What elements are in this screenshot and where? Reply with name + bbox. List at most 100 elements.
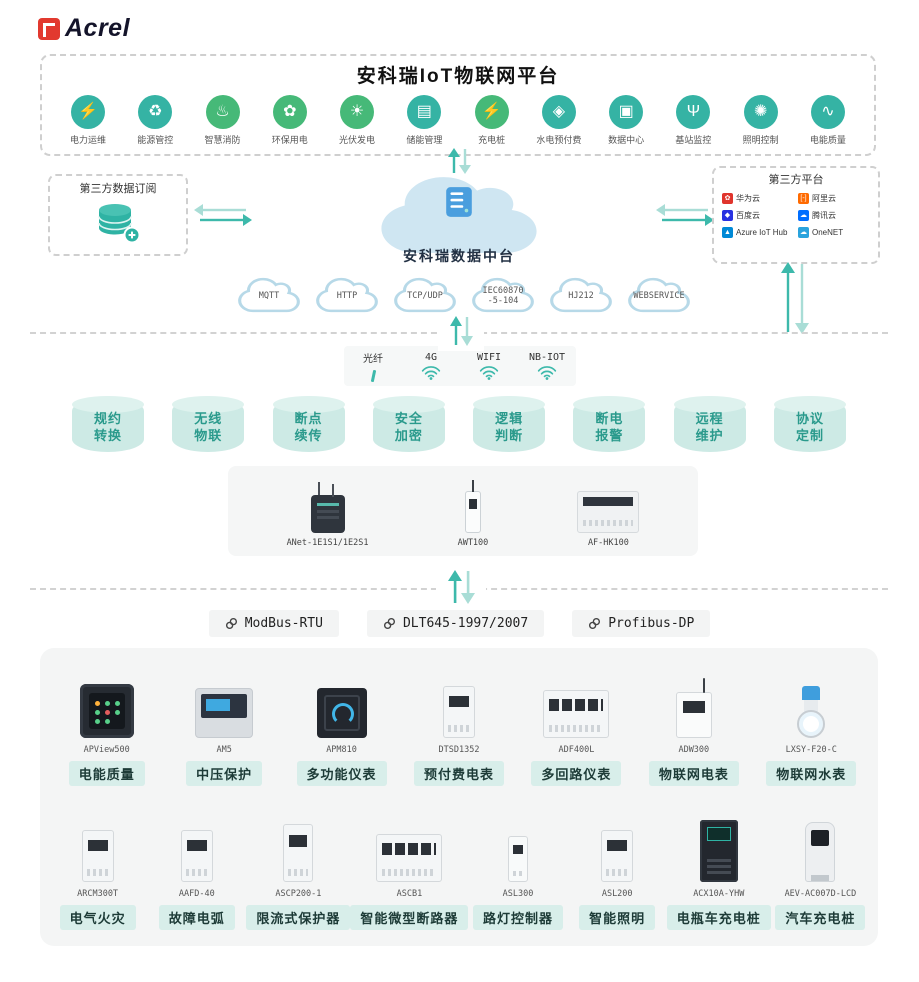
device-figure-wrap: [79, 668, 134, 738]
device-category-chip: 汽车充电桩: [775, 905, 866, 930]
acrel-logo-text: Acrel: [65, 14, 131, 42]
thirdparty-grid: ✿ 华为云 [-] 阿里云 ◆ 百度云 ☁ 腾讯云 ▲ Azure IoT Hu…: [714, 187, 878, 238]
feature-label: 安全 加密: [394, 411, 423, 443]
app-icon: ✿: [272, 95, 307, 129]
thirdparty-item: ☁ 腾讯云: [798, 210, 870, 221]
link-icon: [589, 617, 601, 630]
app-label: 储能管理: [406, 135, 443, 145]
device-category-chip: 物联网水表: [766, 761, 857, 786]
device-model: AAFD-40: [178, 889, 215, 899]
app-icon-glyph: Ψ: [686, 103, 701, 120]
device-figure: [543, 690, 610, 738]
updown-arrows: [438, 316, 484, 351]
connectivity-item: WIFI: [464, 352, 514, 380]
cylinder-shape: 协议 定制: [773, 396, 846, 452]
updown-arrows: [436, 570, 486, 609]
app-icon: Ψ: [676, 95, 711, 129]
app-label: 电力运维: [69, 135, 106, 145]
feature-label: 逻辑 判断: [495, 411, 524, 443]
thirdparty-name: 阿里云: [812, 194, 836, 203]
connectivity-label: WIFI: [476, 352, 502, 363]
device-figure-wrap: [195, 668, 254, 738]
feature-cylinder: 远程 维护: [670, 396, 750, 452]
device-item: ARCM300T 电气火灾: [48, 812, 147, 930]
thirdparty-item: [-] 阿里云: [798, 193, 870, 204]
app-icon: ☀: [340, 95, 375, 129]
gateway-figure-wrap: [287, 475, 369, 533]
updown-arrows: [444, 148, 474, 179]
gateway-model: AF-HK100: [587, 538, 629, 548]
feature-label: 远程 维护: [695, 411, 724, 443]
device-category-chip: 物联网电表: [648, 761, 739, 786]
subscription-title: 第三方数据订阅: [79, 183, 157, 195]
app-icon-glyph: ☀: [349, 103, 365, 120]
gateway-model: AWT100: [457, 538, 489, 548]
app-label: 环保用电: [271, 135, 308, 145]
gateway-item: ANet-1E1S1/1E2S1: [287, 475, 369, 548]
app-icon-glyph: ⚡: [78, 103, 98, 120]
device-figure: [601, 830, 634, 882]
device-item: APView500 电能质量: [48, 668, 165, 786]
device-figure-wrap: [795, 668, 828, 738]
app-icon: ♨: [205, 95, 240, 129]
device-figure: [316, 688, 367, 738]
cylinder-shape: 安全 加密: [372, 396, 445, 452]
device-figure: [79, 684, 134, 738]
feature-label: 无线 物联: [194, 411, 223, 443]
app-icon: ⚡: [474, 95, 509, 129]
gateway-figure: [310, 482, 345, 533]
protocol-label: IEC60870 -5-104: [482, 286, 524, 306]
device-model: AM5: [216, 745, 232, 755]
acrel-logo-mark-icon: [38, 17, 60, 40]
app-item: ♻ 能源管控: [125, 95, 185, 146]
protocol-label: HTTP: [336, 291, 358, 302]
link-icon: [225, 617, 237, 630]
app-label: 数据中心: [608, 135, 645, 145]
link-icon: [383, 617, 395, 630]
app-item: Ψ 基站监控: [663, 95, 723, 146]
device-figure: [675, 678, 712, 738]
app-label: 充电桩: [478, 135, 506, 145]
wifi-icon: [537, 366, 557, 380]
device-model: ACX10A-YHW: [693, 889, 745, 899]
device-figure-wrap: [675, 668, 712, 738]
device-figure: [180, 830, 213, 882]
device-figure-wrap: [442, 668, 475, 738]
platform-box: 安科瑞IoT物联网平台 ⚡ 电力运维 ♻ 能源管控 ♨ 智慧消防 ✿ 环保用电 …: [40, 54, 876, 156]
app-icon-glyph: ♻: [148, 103, 163, 120]
feature-label: 断电 报警: [595, 411, 624, 443]
app-label: 水电预付费: [536, 135, 582, 145]
bus-protocols-row: ModBus-RTU DLT645-1997/2007 Profibus-DP: [0, 610, 919, 637]
device-item: APM810 多功能仪表: [283, 668, 400, 786]
wifi-icon: [479, 366, 499, 380]
app-icon-glyph: ⚡: [481, 103, 502, 120]
app-item: ◈ 水电预付费: [529, 95, 589, 146]
device-figure: [508, 836, 528, 882]
exchange-arrows-left: [194, 204, 252, 231]
device-category-chip: 电瓶车充电桩: [666, 905, 771, 930]
connectivity-label: 光纤: [363, 354, 383, 365]
app-icon-glyph: ▣: [618, 103, 634, 120]
device-item: DTSD1352 预付费电表: [400, 668, 517, 786]
acrel-logo: Acrel: [38, 14, 130, 43]
thirdparty-logo-icon: ◆: [722, 210, 733, 221]
connectivity-icon-wrap: [464, 364, 514, 380]
device-category-chip: 限流式保护器: [246, 905, 351, 930]
cylinder-shape: 断点 续传: [272, 396, 345, 452]
device-category-chip: 智能照明: [579, 905, 656, 930]
protocol-label: HJ212: [568, 291, 594, 302]
device-item: ASL200 智能照明: [568, 812, 667, 930]
gateway-figure-wrap: [458, 475, 489, 533]
device-model: ADW300: [678, 745, 710, 755]
thirdparty-logo-icon: ▲: [722, 227, 733, 238]
device-figure: [376, 834, 443, 882]
device-model: ASL300: [502, 889, 534, 899]
device-model: ASCB1: [396, 889, 423, 899]
app-item: ▣ 数据中心: [596, 95, 656, 146]
app-icon-glyph: ▤: [416, 103, 432, 120]
feature-cylinder: 断电 报警: [569, 396, 649, 452]
app-icon: ♻: [138, 95, 173, 129]
app-label: 电能质量: [809, 135, 846, 145]
protocol-label: MQTT: [258, 291, 280, 302]
connectivity-item: NB-IOT: [522, 352, 572, 380]
